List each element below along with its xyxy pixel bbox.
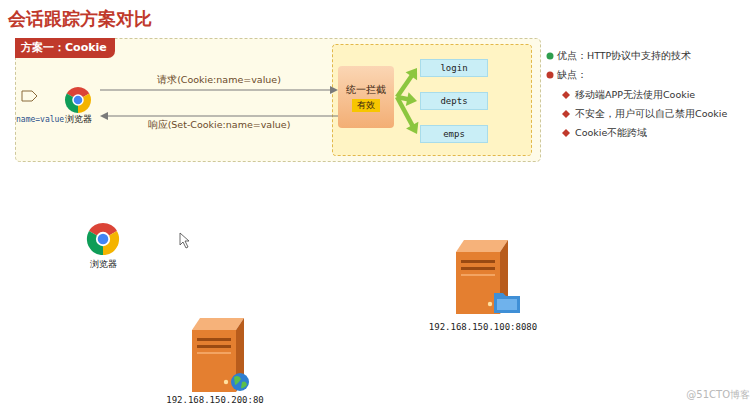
path-box: login	[420, 59, 488, 77]
path-box: emps	[420, 125, 488, 143]
browser-label: 浏览器	[90, 259, 117, 270]
server-address: 192.168.150.100:8080	[429, 322, 537, 333]
path-box: depts	[420, 92, 488, 110]
intercept-label: 统一拦截	[346, 83, 386, 96]
path-label: login	[440, 63, 467, 74]
browser-node: name=value浏览器	[16, 86, 100, 128]
cons-item: 移动端APP无法使用Cookie	[575, 89, 695, 101]
pros-text: 优点：HTTP协议中支持的技术	[557, 50, 691, 62]
connector	[107, 115, 338, 116]
edge-label: 响应(Set-Cookie:name=value)	[146, 119, 293, 131]
arrow-head	[330, 86, 338, 94]
arrow-head	[406, 68, 418, 80]
scheme-panel: 方案一：Cookie name=value浏览器 统一拦截有效 login depts e…	[15, 38, 541, 162]
arrow-head	[406, 92, 417, 106]
slide-title: 会话跟踪方案对比	[8, 7, 152, 31]
arrow-head	[406, 122, 418, 134]
cookie-value: name=value	[16, 115, 64, 125]
path-label: depts	[440, 96, 467, 107]
edge-label: 请求(Cookie:name=value)	[155, 74, 283, 86]
server-address: 192.168.150.200:80	[166, 395, 264, 406]
scheme-tag: 方案一：Cookie	[15, 38, 115, 58]
browser-label: 浏览器	[65, 114, 92, 125]
path-label: emps	[443, 129, 465, 140]
arrow-head	[100, 112, 108, 120]
server-node: 192.168.150.200:80	[165, 316, 265, 408]
intercept-box: 统一拦截有效	[338, 66, 394, 128]
connector	[100, 89, 331, 90]
browser-node: 浏览器	[83, 222, 123, 272]
cons-item: 不安全，用户可以自己禁用Cookie	[575, 108, 727, 120]
server-node: 192.168.150.100:8080	[430, 236, 536, 334]
connector	[397, 97, 413, 126]
watermark: @51CTO博客	[686, 389, 750, 401]
valid-badge: 有效	[352, 99, 380, 112]
cons-heading: 缺点：	[557, 69, 587, 81]
cons-item: Cookie不能跨域	[575, 127, 647, 139]
